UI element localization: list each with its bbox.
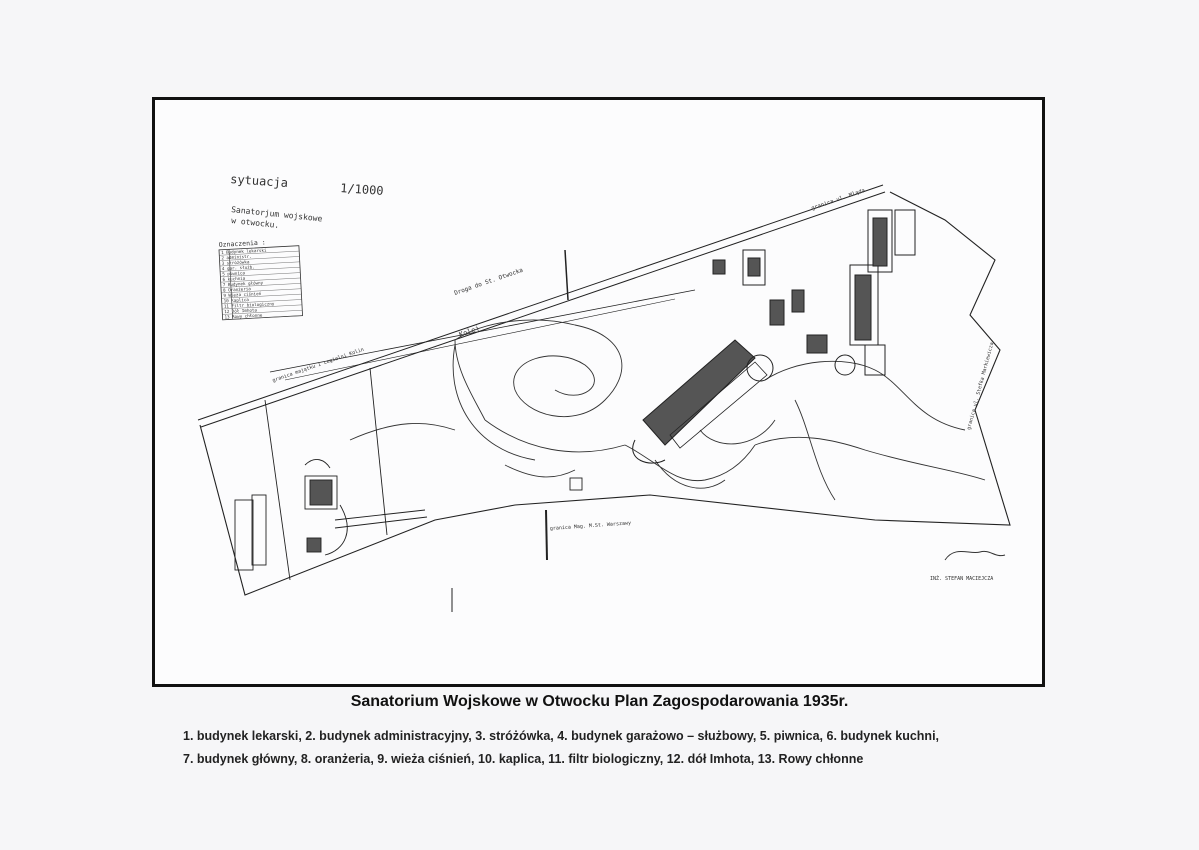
lower-left-plot xyxy=(234,367,583,581)
railway-line xyxy=(197,184,886,428)
road-label: Droga do St. Otwocka xyxy=(453,267,524,297)
legend-title: Oznaczenia : xyxy=(219,238,266,248)
main-building xyxy=(632,339,774,464)
plan-scale: 1/1000 xyxy=(340,181,384,198)
legend-item: 13 Rowy chłonne xyxy=(224,312,263,319)
site-plan-drawing: sytuacja 1/1000 Sanatorjum wojskowe w ot… xyxy=(197,172,1011,612)
legend-item: 10 Kaplica xyxy=(224,297,250,303)
path-network xyxy=(349,319,986,501)
caption-legend-line-1: 1. budynek lekarski, 2. budynek administ… xyxy=(183,729,940,743)
border-bottom-label: granica Mag. M.St. Warszawy xyxy=(550,520,632,532)
legend-item: 8 Oranżeria xyxy=(223,286,251,292)
legend-item: 2 administr. xyxy=(221,254,251,261)
legend-item: 3 stróżówka xyxy=(222,259,250,265)
legend-item: 4 gar. służb. xyxy=(222,264,255,271)
north-arrow-lower xyxy=(545,509,548,561)
border-right-label: granica ul. Stefka Markiewicza xyxy=(966,342,995,431)
signature xyxy=(944,550,1006,561)
legend-item: 12 Dół Imhota xyxy=(224,307,257,314)
legend-item: 7 Budynek główny xyxy=(223,280,264,287)
caption-title: Sanatorium Wojskowe w Otwocku Plan Zagos… xyxy=(350,693,849,710)
legend-item: 11 Filtr biologiczny xyxy=(224,301,275,309)
legend-item: 9 Wieża ciśnień xyxy=(223,291,262,298)
north-arrow xyxy=(564,249,569,301)
legend-item: 5 piwnica xyxy=(222,270,245,276)
legend-item: 1 Budynek lekarski xyxy=(221,248,267,255)
building-cluster xyxy=(712,209,916,376)
signature-name: INŻ. STEFAN MACIEJCZA xyxy=(930,575,993,582)
caption-legend-line-2: 7. budynek główny, 8. oranżeria, 9. wież… xyxy=(183,752,864,766)
plan-heading: sytuacja xyxy=(230,172,289,190)
legend-item: 6 kuchnia xyxy=(222,276,245,282)
property-boundary xyxy=(199,191,1011,596)
site-plan-frame: sytuacja 1/1000 Sanatorjum wojskowe w ot… xyxy=(152,97,1045,687)
